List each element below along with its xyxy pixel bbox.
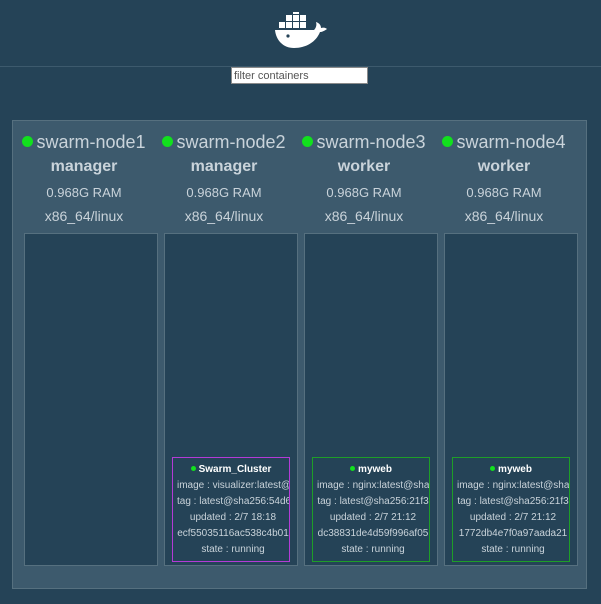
container-slot: [24, 233, 158, 566]
container-tag: tag : latest@sha256:54d6: [177, 496, 289, 507]
node-role: manager: [190, 158, 258, 175]
container-id: ecf55035116ac538c4b01: [177, 528, 289, 539]
container-card[interactable]: myweb image : nginx:latest@sha tag : lat…: [312, 457, 430, 562]
status-dot-icon: [22, 135, 34, 147]
node-name: swarm-node2: [154, 132, 294, 153]
node-ram: 0.968G RAM: [326, 185, 402, 200]
node-column: swarm-node3 worker 0.968G RAM x86_64/lin…: [294, 121, 438, 590]
container-slot: myweb image : nginx:latest@sha tag : lat…: [444, 233, 578, 566]
container-state: state : running: [201, 544, 265, 555]
node-ram: 0.968G RAM: [46, 185, 122, 200]
status-dot-icon: [490, 465, 496, 471]
container-tag: tag : latest@sha256:21f3: [457, 496, 569, 507]
container-tag: tag : latest@sha256:21f3: [317, 496, 429, 507]
node-role: worker: [337, 158, 391, 175]
node-os: x86_64/linux: [184, 208, 264, 224]
container-updated: updated : 2/7 21:12: [469, 512, 557, 523]
status-dot-icon: [162, 135, 174, 147]
node-name-label: swarm-node4: [456, 132, 566, 152]
node-name-label: swarm-node1: [36, 132, 146, 152]
container-card[interactable]: Swarm_Cluster image : visualizer:latest@…: [172, 457, 290, 562]
docker-whale-icon: [275, 12, 327, 48]
container-name-label: myweb: [498, 464, 532, 475]
container-name-label: myweb: [358, 464, 392, 475]
node-column: swarm-node4 worker 0.968G RAM x86_64/lin…: [434, 121, 578, 590]
node-os: x86_64/linux: [464, 208, 544, 224]
container-id: dc38831de4d59f996af05: [317, 528, 429, 539]
node-name: swarm-node3: [294, 132, 434, 153]
node-ram: 0.968G RAM: [466, 185, 542, 200]
node-name-label: swarm-node3: [316, 132, 426, 152]
swarm-cluster-panel: swarm-node1 manager 0.968G RAM x86_64/li…: [12, 120, 587, 589]
header: [0, 0, 601, 67]
container-name-label: Swarm_Cluster: [198, 464, 272, 475]
status-dot-icon: [190, 465, 196, 471]
container-name: myweb: [313, 464, 429, 475]
node-name: swarm-node1: [14, 132, 154, 153]
node-name-label: swarm-node2: [176, 132, 286, 152]
node-os: x86_64/linux: [44, 208, 124, 224]
container-image: image : nginx:latest@sha: [457, 480, 569, 491]
node-column: swarm-node2 manager 0.968G RAM x86_64/li…: [154, 121, 298, 590]
node-column: swarm-node1 manager 0.968G RAM x86_64/li…: [14, 121, 158, 590]
container-state: state : running: [481, 544, 545, 555]
node-name: swarm-node4: [434, 132, 574, 153]
node-role: manager: [50, 158, 118, 175]
container-name: myweb: [453, 464, 569, 475]
container-image: image : nginx:latest@sha: [317, 480, 429, 491]
container-state: state : running: [341, 544, 405, 555]
container-id: 1772db4e7f0a97aada21: [458, 528, 568, 539]
status-dot-icon: [442, 135, 454, 147]
container-name: Swarm_Cluster: [173, 464, 289, 475]
container-card[interactable]: myweb image : nginx:latest@sha tag : lat…: [452, 457, 570, 562]
status-dot-icon: [350, 465, 356, 471]
node-ram: 0.968G RAM: [186, 185, 262, 200]
container-updated: updated : 2/7 18:18: [189, 512, 277, 523]
node-role: worker: [477, 158, 531, 175]
container-slot: Swarm_Cluster image : visualizer:latest@…: [164, 233, 298, 566]
container-slot: myweb image : nginx:latest@sha tag : lat…: [304, 233, 438, 566]
container-updated: updated : 2/7 21:12: [329, 512, 417, 523]
status-dot-icon: [302, 135, 314, 147]
node-os: x86_64/linux: [324, 208, 404, 224]
filter-containers-input[interactable]: [231, 67, 368, 84]
container-image: image : visualizer:latest@: [177, 480, 289, 491]
